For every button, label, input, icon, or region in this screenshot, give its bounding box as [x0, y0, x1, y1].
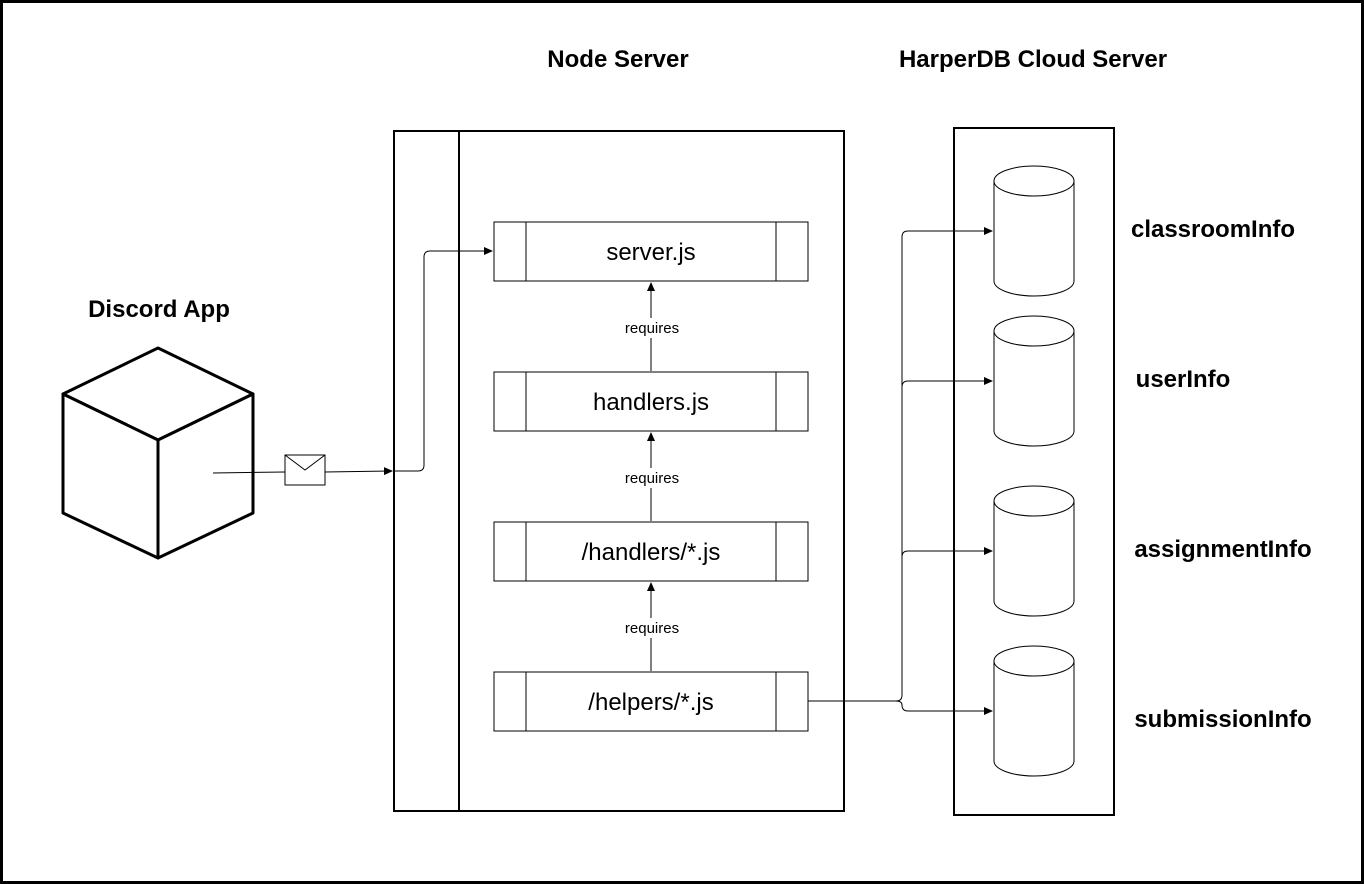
db-label-classroom: classroomInfo [1131, 216, 1295, 243]
module-server-js: server.js [493, 221, 809, 282]
harperdb-title: HarperDB Cloud Server [899, 46, 1167, 73]
cylinder-icon [993, 485, 1075, 617]
module-label: /helpers/*.js [588, 689, 713, 716]
module-handlers-dir: /handlers/*.js [493, 521, 809, 582]
module-label: server.js [606, 239, 695, 266]
module-handlers-js: handlers.js [493, 371, 809, 432]
db-label-assignment: assignmentInfo [1134, 536, 1311, 563]
db-connectors [808, 227, 993, 715]
requires-edge: requires [620, 432, 682, 521]
node-server-title: Node Server [547, 46, 688, 73]
db-label-submission: submissionInfo [1134, 706, 1311, 733]
db-label-user: userInfo [1136, 366, 1231, 393]
edge-label: requires [625, 320, 679, 337]
edge-label: requires [625, 620, 679, 637]
envelope-icon [284, 454, 326, 486]
edge-label: requires [625, 470, 679, 487]
requires-edge: requires [620, 582, 682, 671]
cylinder-icon [993, 315, 1075, 447]
module-label: /handlers/*.js [582, 539, 721, 566]
entry-connector [394, 247, 493, 472]
message-connector [212, 467, 393, 476]
module-helpers-dir: /helpers/*.js [493, 671, 809, 732]
cylinder-icon [993, 645, 1075, 777]
cube-icon [61, 346, 255, 560]
discord-app-title: Discord App [88, 296, 230, 323]
requires-edge: requires [620, 282, 682, 371]
cylinder-icon [993, 165, 1075, 297]
module-label: handlers.js [593, 389, 709, 416]
